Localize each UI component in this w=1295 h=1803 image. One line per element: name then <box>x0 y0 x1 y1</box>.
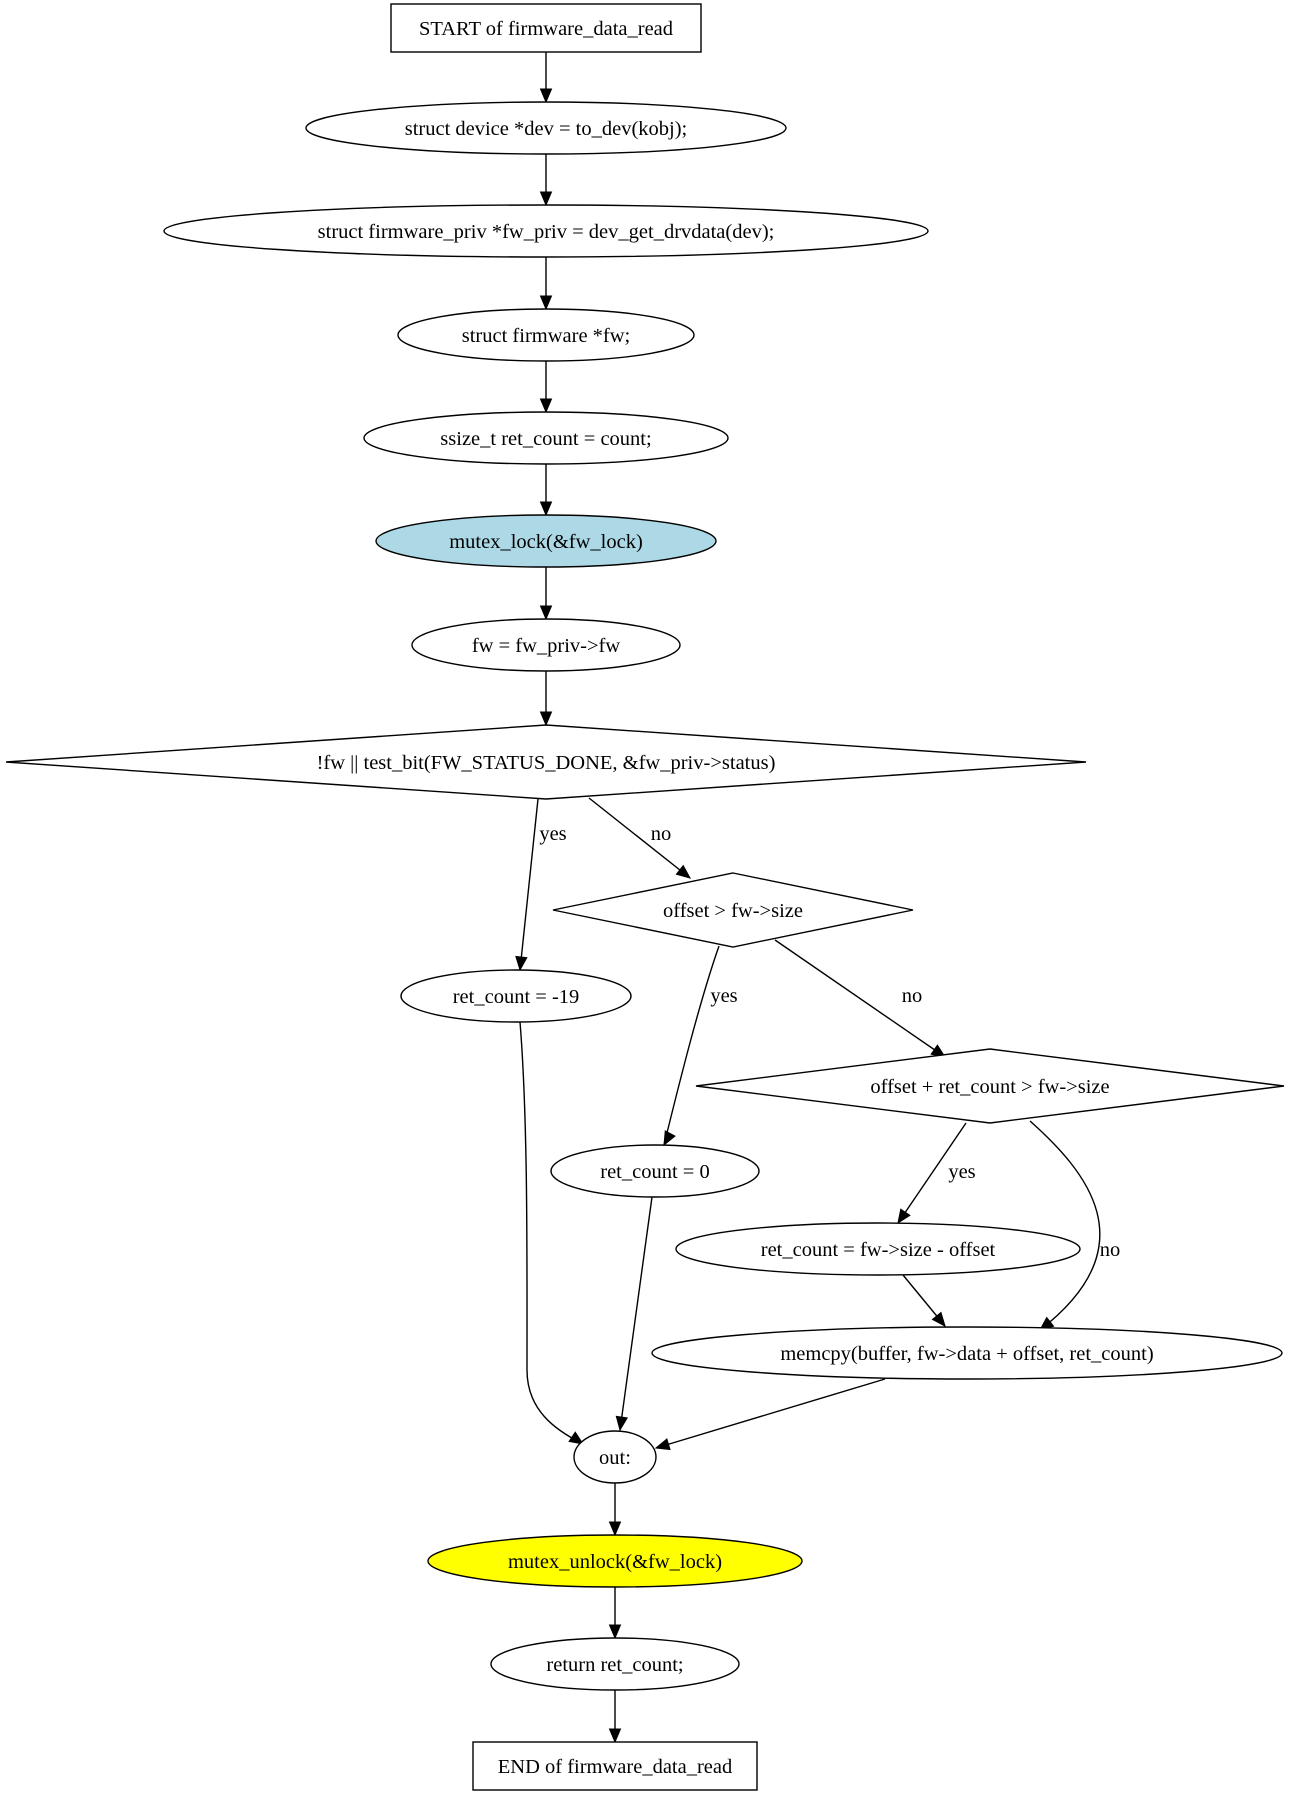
enodev-label: ret_count = -19 <box>453 986 580 1008</box>
start-box <box>390 3 702 53</box>
edge-fwassign-to-cond1-arrowhead <box>539 711 553 727</box>
edge-cond1-to-enodev-arrowhead <box>515 955 528 972</box>
node-end: END of firmware_data_read <box>472 1741 758 1791</box>
node-lock: mutex_lock(&fw_lock) <box>375 514 717 568</box>
fwpriv-ellipse <box>163 204 929 258</box>
edge-cond2-to-zero-arrowhead <box>663 1130 676 1147</box>
clamp-ellipse <box>675 1222 1081 1276</box>
cond2-diamond <box>552 872 914 948</box>
node-zero: ret_count = 0 <box>550 1144 760 1198</box>
edge-memcpy-to-out <box>655 1378 886 1449</box>
edge-cond1-to-cond2-label: no <box>651 823 672 845</box>
fwdecl-label: struct firmware *fw; <box>462 325 631 347</box>
start-label: START of firmware_data_read <box>419 18 673 40</box>
ret-label: return ret_count; <box>546 1654 683 1676</box>
node-start: START of firmware_data_read <box>390 3 702 53</box>
cond1-label: !fw || test_bit(FW_STATUS_DONE, &fw_priv… <box>317 752 776 774</box>
cond3-diamond <box>695 1048 1285 1124</box>
edge-cond3-to-memcpy-label: no <box>1100 1239 1121 1261</box>
edge-dev-to-fwpriv-arrowhead <box>539 191 553 207</box>
end-box <box>472 1741 758 1791</box>
node-cond2: offset > fw->size <box>552 872 914 948</box>
edge-layer <box>515 52 1101 1744</box>
node-retcount: ssize_t ret_count = count; <box>363 411 729 465</box>
cond1-diamond <box>5 724 1087 800</box>
fwassign-ellipse <box>411 618 681 672</box>
edge-unlock-to-ret-arrowhead <box>608 1624 622 1640</box>
edge-ret-to-end-arrowhead <box>608 1728 622 1744</box>
edge-cond1-to-cond2-arrowhead <box>675 864 692 879</box>
edge-cond2-to-zero <box>663 945 720 1146</box>
edge-cond3-to-clamp-arrowhead <box>897 1208 911 1225</box>
node-memcpy: memcpy(buffer, fw->data + offset, ret_co… <box>651 1326 1283 1380</box>
edge-cond3-to-clamp-label: yes <box>948 1161 975 1183</box>
retcount-ellipse <box>363 411 729 465</box>
ret-ellipse <box>490 1637 740 1691</box>
dev-ellipse <box>305 101 787 155</box>
lock-label: mutex_lock(&fw_lock) <box>449 531 643 553</box>
unlock-ellipse <box>427 1534 803 1588</box>
cond2-label: offset > fw->size <box>663 900 803 922</box>
edge-out-to-unlock-arrowhead <box>608 1521 622 1537</box>
fwassign-label: fw = fw_priv->fw <box>472 635 621 657</box>
node-fwassign: fw = fw_priv->fw <box>411 618 681 672</box>
unlock-label: mutex_unlock(&fw_lock) <box>508 1551 722 1573</box>
edge-enodev-to-out <box>519 1021 584 1445</box>
edge-cond1-to-enodev-label: yes <box>539 823 566 845</box>
edge-start-to-dev-arrowhead <box>539 88 553 104</box>
out-ellipse <box>573 1430 657 1484</box>
edge-cond2-to-zero-label: yes <box>710 985 737 1007</box>
edge-label-layer: yes no yes no yes no <box>539 823 1120 1261</box>
edge-zero-to-out-arrowhead <box>615 1415 629 1432</box>
dev-label: struct device *dev = to_dev(kobj); <box>405 118 688 140</box>
edge-cond1-to-enodev <box>519 798 539 971</box>
node-dev: struct device *dev = to_dev(kobj); <box>305 101 787 155</box>
edge-cond2-to-cond3-label: no <box>902 985 923 1007</box>
node-clamp: ret_count = fw->size - offset <box>675 1222 1081 1276</box>
node-cond3: offset + ret_count > fw->size <box>695 1048 1285 1124</box>
end-label: END of firmware_data_read <box>498 1756 733 1778</box>
enodev-ellipse <box>400 969 632 1023</box>
memcpy-ellipse <box>651 1326 1283 1380</box>
edge-cond2-to-cond3 <box>774 939 946 1058</box>
zero-label: ret_count = 0 <box>600 1161 709 1183</box>
edge-retcount-to-lock-arrowhead <box>539 501 553 517</box>
edge-fwpriv-to-fwdecl-arrowhead <box>539 295 553 311</box>
out-label: out: <box>599 1447 631 1469</box>
node-fwdecl: struct firmware *fw; <box>397 308 695 362</box>
edge-lock-to-fwassign-arrowhead <box>539 605 553 621</box>
clamp-label: ret_count = fw->size - offset <box>761 1239 996 1261</box>
edge-cond1-to-cond2 <box>588 797 691 879</box>
zero-ellipse <box>550 1144 760 1198</box>
edge-cond3-to-clamp <box>897 1122 967 1224</box>
node-cond1: !fw || test_bit(FW_STATUS_DONE, &fw_priv… <box>5 724 1087 800</box>
edge-enodev-to-out-arrowhead <box>568 1431 585 1445</box>
edge-clamp-to-memcpy-arrowhead <box>931 1311 946 1327</box>
fwdecl-ellipse <box>397 308 695 362</box>
node-out: out: <box>573 1430 657 1484</box>
edge-memcpy-to-out-arrowhead <box>654 1438 671 1451</box>
edge-zero-to-out <box>619 1196 653 1431</box>
node-enodev: ret_count = -19 <box>400 969 632 1023</box>
cond3-label: offset + ret_count > fw->size <box>870 1076 1109 1098</box>
fwpriv-label: struct firmware_priv *fw_priv = dev_get_… <box>318 221 775 243</box>
node-unlock: mutex_unlock(&fw_lock) <box>427 1534 803 1588</box>
node-fwpriv: struct firmware_priv *fw_priv = dev_get_… <box>163 204 929 258</box>
edge-cond3-to-memcpy <box>1029 1120 1101 1331</box>
memcpy-label: memcpy(buffer, fw->data + offset, ret_co… <box>780 1343 1153 1365</box>
retcount-label: ssize_t ret_count = count; <box>440 428 651 450</box>
lock-ellipse <box>375 514 717 568</box>
edge-fwdecl-to-retcount-arrowhead <box>539 398 553 414</box>
node-ret: return ret_count; <box>490 1637 740 1691</box>
